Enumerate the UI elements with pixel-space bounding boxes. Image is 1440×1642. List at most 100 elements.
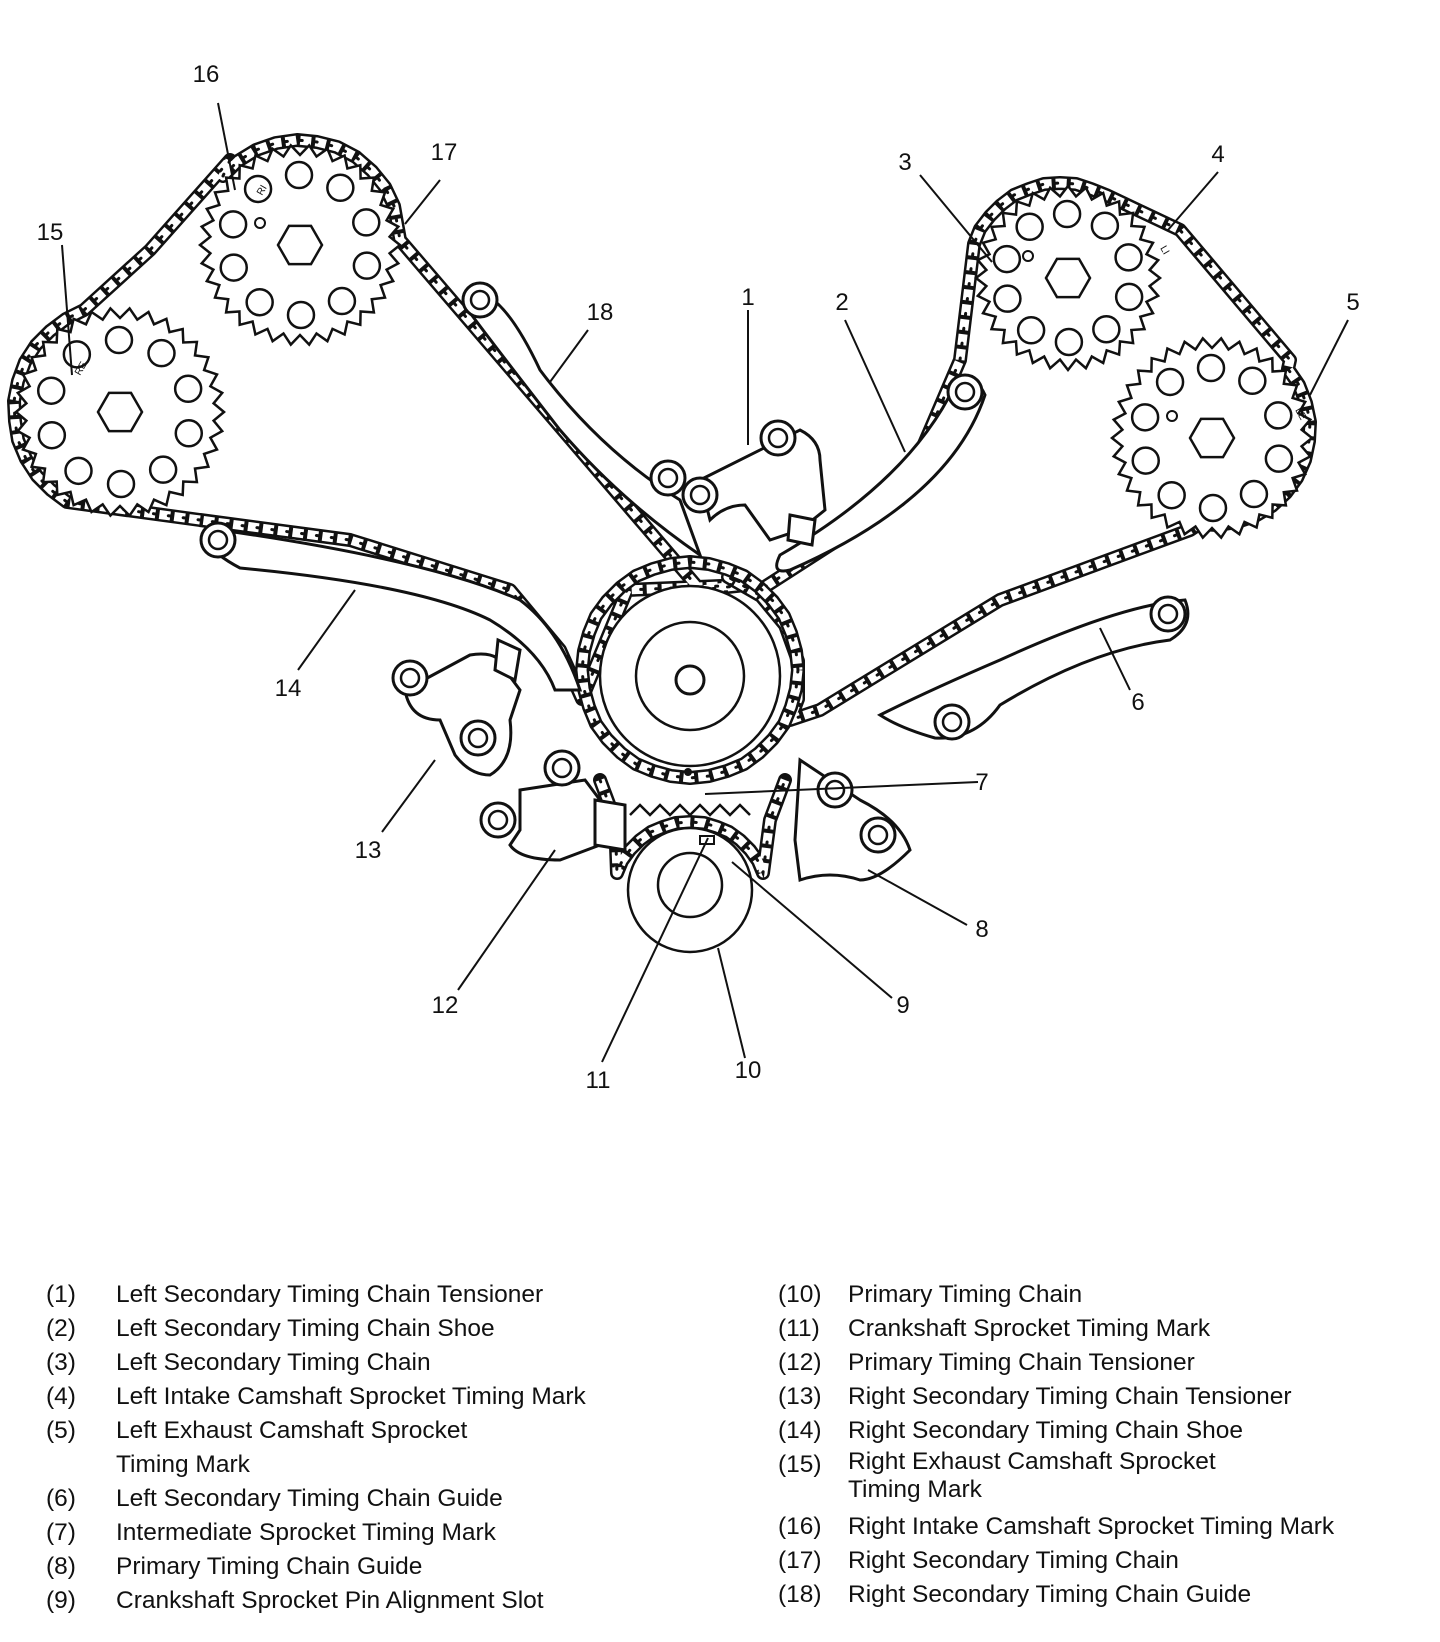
callout-leader-line bbox=[731, 861, 893, 999]
intermediate-sprocket-chain-links bbox=[577, 557, 803, 783]
callout-number-1: 1 bbox=[741, 284, 754, 311]
right-exhaust-camshaft-sprocket-hole bbox=[174, 419, 204, 448]
legend-item-text: Right Exhaust Camshaft Sprocket Timing M… bbox=[848, 1448, 1216, 1503]
legend-item-text: Left Intake Camshaft Sprocket Timing Mar… bbox=[116, 1383, 586, 1410]
primary-chain-tensioner bbox=[508, 778, 602, 862]
left-exhaust-camshaft-sprocket-hole bbox=[1264, 444, 1294, 473]
callout-leader-line bbox=[549, 329, 589, 383]
legend-item-text: Right Secondary Timing Chain Shoe bbox=[848, 1417, 1243, 1444]
tensioner-plunger-primary bbox=[593, 798, 627, 852]
callout-number-12: 12 bbox=[432, 992, 459, 1019]
left-intake-camshaft-sprocket-hole bbox=[1054, 327, 1084, 357]
intermediate-sprocket-bolt bbox=[674, 664, 706, 696]
callout-leader-line bbox=[381, 759, 436, 833]
legend-item-number: (18) bbox=[778, 1581, 822, 1608]
left-exhaust-camshaft-sprocket-hole bbox=[1238, 366, 1267, 396]
callout-number-5: 5 bbox=[1346, 289, 1359, 316]
callout-leader-line bbox=[297, 589, 356, 671]
mounting-bolt-center bbox=[399, 667, 421, 689]
callout-leader-line bbox=[1099, 627, 1131, 691]
callout-leader-line bbox=[867, 869, 968, 926]
callout-leader-line bbox=[1309, 319, 1349, 396]
right-intake-camshaft-sprocket-hole bbox=[284, 160, 314, 190]
legend-item-text: Primary Timing Chain Tensioner bbox=[848, 1349, 1195, 1376]
left-intake-camshaft-sprocket-hole bbox=[1090, 211, 1120, 240]
left-exhaust-camshaft-sprocket-hole bbox=[1198, 493, 1228, 523]
callout-number-14: 14 bbox=[275, 675, 302, 702]
right-intake-camshaft-sprocket-hole bbox=[326, 173, 355, 203]
right-intake-camshaft-sprocket-pin-hole bbox=[254, 217, 266, 229]
right-exhaust-camshaft-sprocket-hex-bolt bbox=[96, 391, 144, 433]
callout-number-6: 6 bbox=[1131, 689, 1144, 716]
legend-item-text: Crankshaft Sprocket Pin Alignment Slot bbox=[116, 1587, 544, 1614]
legend-item: (3)Left Secondary Timing Chain bbox=[46, 1346, 696, 1380]
callout-leader-line bbox=[457, 849, 556, 991]
mounting-bolt-center bbox=[551, 757, 573, 779]
legend-item-text: Right Secondary Timing Chain Tensioner bbox=[848, 1383, 1292, 1410]
primary-sprocket-teeth bbox=[629, 803, 751, 817]
callout-number-2: 2 bbox=[835, 289, 848, 316]
legend-item-number: (13) bbox=[778, 1383, 822, 1410]
callout-number-9: 9 bbox=[896, 992, 909, 1019]
legend-item: (15)Right Exhaust Camshaft Sprocket Timi… bbox=[778, 1448, 1428, 1510]
primary-chain-guide bbox=[793, 757, 912, 883]
legend-item-number: (5) bbox=[46, 1417, 76, 1444]
left-intake-camshaft-sprocket-hole bbox=[992, 244, 1022, 274]
legend-item-text: Right Intake Camshaft Sprocket Timing Ma… bbox=[848, 1513, 1335, 1540]
left-secondary-chain-guide bbox=[876, 598, 1190, 740]
callout-number-11: 11 bbox=[586, 1067, 611, 1094]
mounting-bolt-center bbox=[689, 484, 711, 506]
right-secondary-chain-guide bbox=[466, 289, 704, 559]
legend-item-text: Primary Timing Chain bbox=[848, 1281, 1083, 1308]
left-exhaust-camshaft-sprocket-hole bbox=[1131, 446, 1160, 475]
callout-number-3: 3 bbox=[898, 149, 911, 176]
legend-item-number: (3) bbox=[46, 1349, 76, 1376]
right-intake-camshaft-sprocket-hex-bolt bbox=[276, 224, 324, 266]
legend-item: (18)Right Secondary Timing Chain Guide bbox=[778, 1578, 1428, 1612]
mounting-bolt-center bbox=[767, 427, 789, 449]
callout-number-16: 16 bbox=[193, 61, 220, 88]
legend-item: (10) Primary Timing Chain bbox=[778, 1278, 1428, 1312]
legend-item-text: Right Secondary Timing Chain bbox=[848, 1547, 1179, 1574]
mounting-bolt-center bbox=[467, 727, 489, 749]
legend-item-number: (7) bbox=[46, 1519, 76, 1546]
right-exhaust-camshaft-sprocket-hole bbox=[37, 420, 67, 450]
left-intake-camshaft-sprocket-hole bbox=[1052, 199, 1082, 229]
legend-item: (4)Left Intake Camshaft Sprocket Timing … bbox=[46, 1380, 696, 1414]
legend-item-text: Primary Timing Chain Guide bbox=[116, 1553, 423, 1580]
callout-number-17: 17 bbox=[431, 139, 458, 166]
legend-left-column: (1)Left Secondary Timing Chain Tensioner… bbox=[46, 1278, 696, 1618]
legend-item: (9) Crankshaft Sprocket Pin Alignment Slo… bbox=[46, 1584, 696, 1618]
legend-item-number: (10) bbox=[778, 1281, 822, 1308]
legend-item-text: Left Secondary Timing Chain Shoe bbox=[116, 1315, 495, 1342]
callout-leader-line bbox=[217, 102, 236, 191]
left-exhaust-camshaft-sprocket-hole bbox=[1155, 367, 1185, 397]
right-intake-camshaft-sprocket-hole bbox=[352, 251, 382, 280]
legend-item: (14)Right Secondary Timing Chain Shoe bbox=[778, 1414, 1428, 1448]
tensioner-plunger-right bbox=[493, 637, 522, 683]
sprockets bbox=[14, 143, 1315, 954]
right-intake-camshaft-sprocket-hole bbox=[286, 300, 316, 330]
mounting-bolt-center bbox=[469, 289, 491, 311]
right-exhaust-camshaft-sprocket-hole bbox=[64, 456, 93, 486]
right-intake-camshaft-sprocket-hole bbox=[352, 208, 381, 237]
right-intake-camshaft-sprocket-hole bbox=[218, 210, 248, 239]
legend-item: (5)Left Exhaust Camshaft Sprocket Timing… bbox=[46, 1414, 696, 1482]
left-intake-camshaft-sprocket-hex-bolt bbox=[1044, 257, 1092, 299]
callout-leader-line bbox=[919, 174, 993, 263]
right-intake-camshaft-sprocket-hole bbox=[327, 286, 357, 316]
callout-leader-line bbox=[61, 244, 73, 376]
callout-number-10: 10 bbox=[735, 1057, 762, 1084]
primary-timing-chain-pins bbox=[598, 778, 787, 879]
intermediate-sprocket-timing-mark bbox=[684, 768, 692, 776]
left-intake-camshaft-sprocket-hole bbox=[1016, 316, 1046, 345]
legend-item: (2)Left Secondary Timing Chain Shoe bbox=[46, 1312, 696, 1346]
mounting-bolt-center bbox=[954, 381, 976, 403]
legend-item-number: (9) bbox=[46, 1587, 76, 1614]
callout-number-4: 4 bbox=[1211, 141, 1224, 168]
right-exhaust-camshaft-sprocket-hole bbox=[106, 469, 136, 499]
legend-item: (11)Crankshaft Sprocket Timing Mark bbox=[778, 1312, 1428, 1346]
right-exhaust-camshaft-sprocket-hole bbox=[173, 374, 203, 404]
